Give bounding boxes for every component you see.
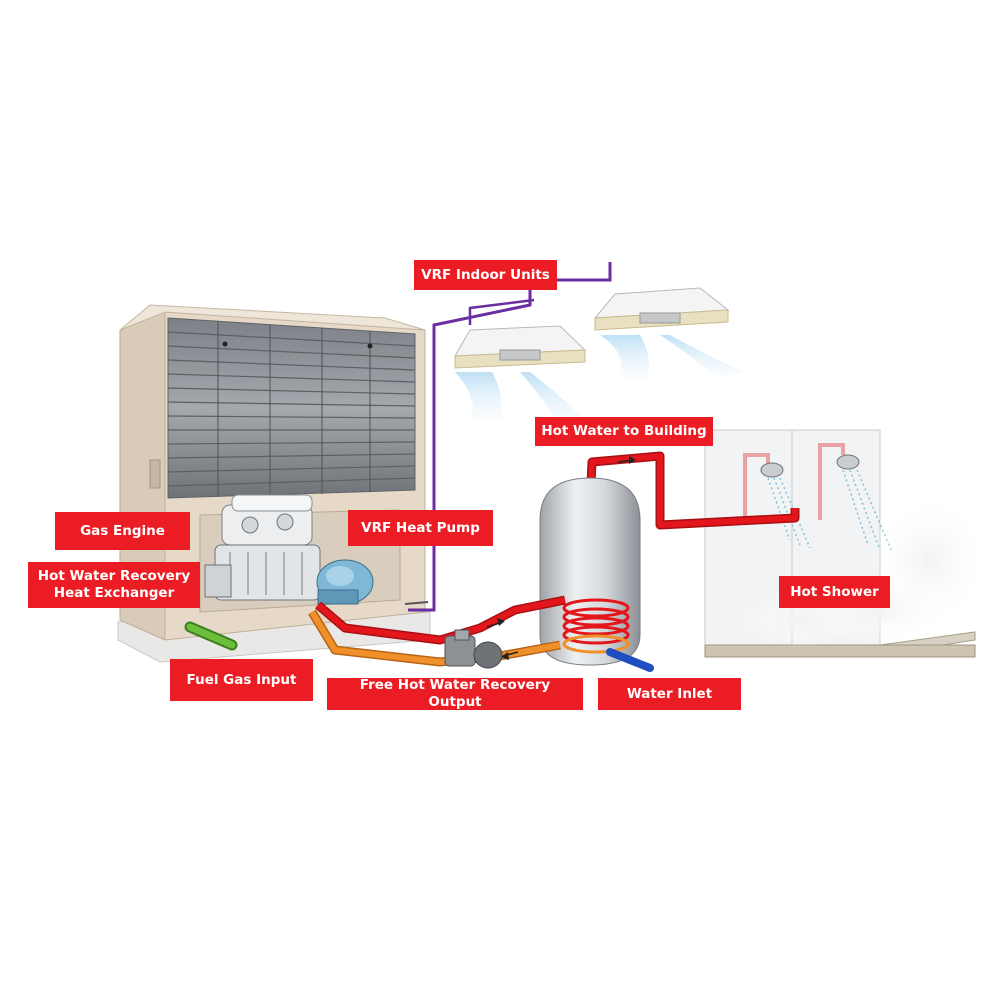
gas-engine-label: Gas Engine: [55, 512, 190, 550]
vrf-indoor-units-label: VRF Indoor Units: [414, 260, 557, 290]
free-hot-water-recovery-output-label: Free Hot Water Recovery Output: [327, 677, 583, 710]
water-inlet-pipe: [606, 648, 654, 672]
water-tank-icon: [539, 477, 641, 666]
hwr-label-line2: Heat Exchanger: [53, 585, 175, 601]
fuel-gas-input-label: Fuel Gas Input: [170, 659, 313, 701]
refrigerant-branch: [468, 298, 535, 325]
fuel-gas-pipe: [184, 621, 238, 651]
hot-water-recovery-heat-exchanger-label: Hot Water Recovery Heat Exchanger: [28, 562, 200, 608]
water-inlet-label: Water Inlet: [598, 678, 741, 710]
vrf-heat-pump-label: VRF Heat Pump: [348, 510, 493, 546]
indoor-unit-icon: [454, 287, 745, 425]
hot-water-to-building-label: Hot Water to Building: [535, 417, 713, 446]
hot-water-building-pipe: [585, 451, 800, 530]
outdoor-unit-icon: [117, 304, 431, 663]
pump-icon: [444, 629, 503, 669]
refrigerant-line: [408, 262, 612, 612]
hwr-label-line1: Hot Water Recovery: [37, 568, 191, 585]
gas-engine-icon: [204, 494, 321, 601]
compressor-icon: [316, 559, 374, 605]
hot-shower-label: Hot Shower: [779, 576, 890, 608]
